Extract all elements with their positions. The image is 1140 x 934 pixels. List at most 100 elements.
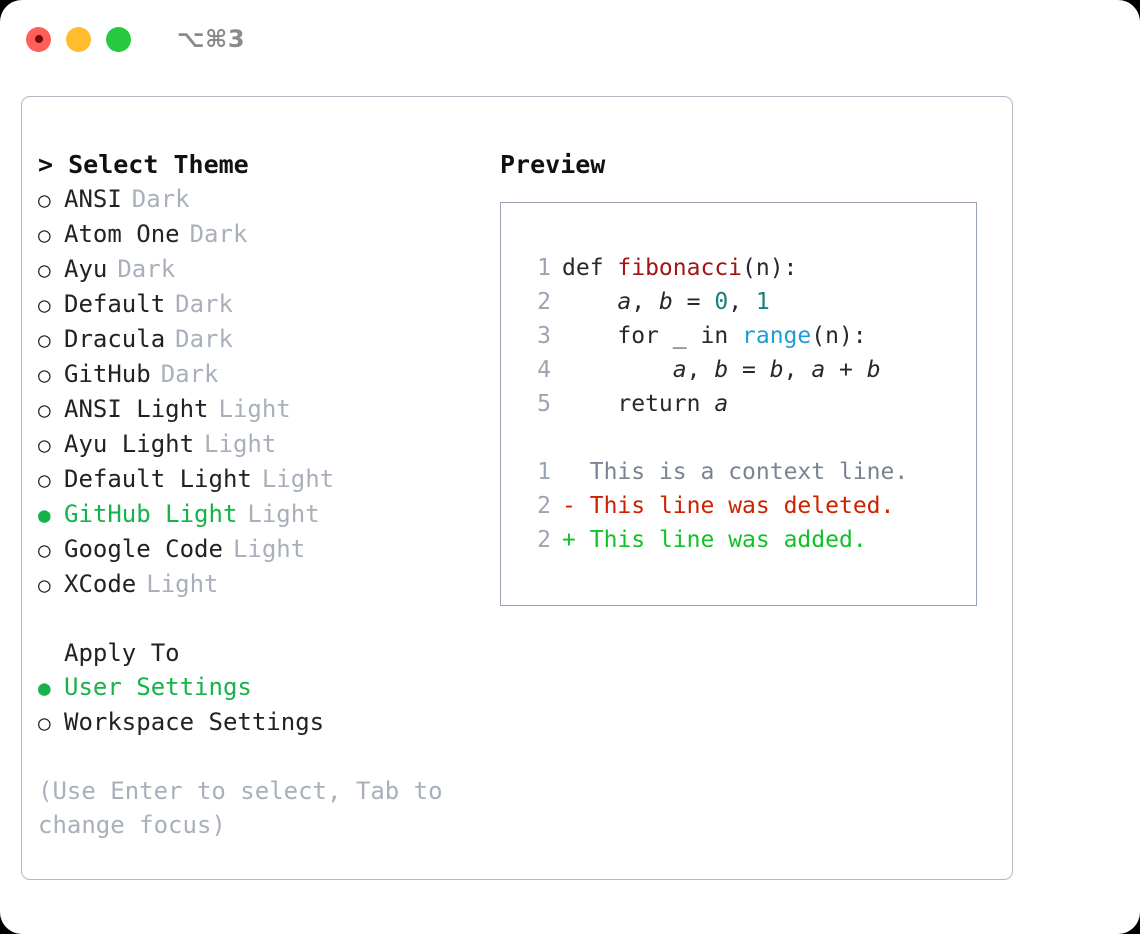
- code-line: 5 return a: [517, 387, 966, 421]
- token-plain: [562, 357, 673, 383]
- radio-unselected-icon: ○: [38, 398, 51, 422]
- diff-marker: +: [562, 527, 576, 553]
- radio-unselected-icon: ○: [38, 223, 51, 247]
- code-diff-spacer: [517, 421, 966, 455]
- theme-option-label: Default: [64, 290, 166, 318]
- window-controls: [26, 26, 131, 52]
- code-line-text: a, b = b, a + b: [562, 353, 881, 387]
- radio-unselected-icon: ○: [38, 188, 51, 212]
- theme-option-label: Default Light: [64, 465, 252, 493]
- theme-option-tag: Light: [146, 570, 219, 598]
- code-line: 2 a, b = 0, 1: [517, 285, 966, 319]
- radio-selected-icon: ●: [38, 676, 51, 700]
- token-var: a: [811, 357, 826, 383]
- token-plain: (n):: [811, 323, 867, 349]
- code-line-text: for _ in range(n):: [562, 319, 867, 353]
- code-line-text: a, b = 0, 1: [562, 285, 769, 319]
- theme-option-label: GitHub Light: [64, 500, 238, 528]
- token-var: a: [617, 289, 632, 315]
- preview-column: Preview: [500, 148, 1000, 182]
- minimize-button[interactable]: [66, 26, 91, 52]
- token-var: b: [769, 357, 784, 383]
- token-var: b: [866, 357, 881, 383]
- apply-to-option-label: Workspace Settings: [64, 708, 325, 736]
- line-number: 2: [537, 527, 551, 553]
- theme-option-tag: Dark: [189, 220, 248, 248]
- diff-gap: [576, 489, 590, 523]
- token-plain: =: [728, 357, 770, 383]
- theme-option-label: Ayu: [64, 255, 108, 283]
- theme-option-github-light[interactable]: ● GitHub Light Light: [38, 497, 488, 532]
- theme-option-label: ANSI: [64, 185, 122, 213]
- radio-unselected-icon: ○: [38, 328, 51, 352]
- token-var: a: [672, 357, 687, 383]
- token-plain: return: [562, 391, 715, 417]
- apply-to-option-workspace-settings[interactable]: ○ Workspace Settings: [38, 705, 488, 740]
- diff-line-added: 2+ This line was added.: [517, 523, 966, 557]
- keyboard-hint-text: (Use Enter to select, Tab to change focu…: [38, 777, 458, 839]
- theme-option-tag: Light: [247, 500, 320, 528]
- radio-unselected-icon: ○: [38, 711, 51, 735]
- apply-to-option-label: User Settings: [64, 673, 252, 701]
- line-number: 3: [537, 323, 551, 349]
- token-var: a: [714, 391, 729, 417]
- close-button[interactable]: [26, 26, 51, 52]
- theme-option-label: XCode: [64, 570, 137, 598]
- preview-header: Preview: [500, 150, 606, 179]
- keyboard-shortcut-label: ⌥⌘3: [177, 25, 246, 53]
- token-fn: fibonacci: [617, 255, 743, 281]
- diff-marker: -: [562, 493, 576, 519]
- token-num: 0: [714, 289, 729, 315]
- radio-unselected-icon: ○: [38, 258, 51, 282]
- radio-selected-icon: ●: [38, 503, 51, 527]
- theme-option-tag: Dark: [160, 360, 219, 388]
- token-plain: [562, 289, 617, 315]
- select-theme-header: > Select Theme: [38, 150, 249, 179]
- theme-option-tag: Dark: [175, 325, 233, 353]
- token-plain: +: [825, 357, 867, 383]
- maximize-button[interactable]: [106, 26, 131, 52]
- radio-unselected-icon: ○: [38, 293, 51, 317]
- diff-gap: [576, 523, 590, 557]
- code-line: 4 a, b = b, a + b: [517, 353, 966, 387]
- token-plain: for _ in: [562, 323, 743, 349]
- theme-option-label: Google Code: [64, 535, 223, 563]
- line-number: 2: [537, 289, 551, 315]
- theme-option-tag: Light: [218, 395, 291, 423]
- theme-option-tag: Light: [204, 430, 277, 458]
- token-plain: ,: [783, 357, 812, 383]
- theme-option-tag: Light: [232, 535, 306, 563]
- diff-line-text: This line was deleted.: [589, 493, 895, 519]
- token-builtin: range: [742, 323, 812, 349]
- line-number: 1: [537, 255, 551, 281]
- diff-line-context: 1 This is a context line.: [517, 455, 966, 489]
- code-line-text: return a: [562, 387, 728, 421]
- theme-option-tag: Light: [261, 465, 335, 493]
- line-number: 2: [537, 493, 551, 519]
- line-number: 1: [537, 459, 551, 485]
- apply-to-list[interactable]: ● User Settings ○ Workspace Settings: [38, 670, 488, 740]
- line-number: 5: [537, 391, 551, 417]
- radio-unselected-icon: ○: [38, 538, 51, 562]
- radio-unselected-icon: ○: [38, 363, 51, 387]
- apply-to-option-user-settings[interactable]: ● User Settings: [38, 670, 488, 705]
- token-var: b: [658, 289, 673, 315]
- theme-option-google-code[interactable]: ○ Google Code Light: [38, 532, 488, 567]
